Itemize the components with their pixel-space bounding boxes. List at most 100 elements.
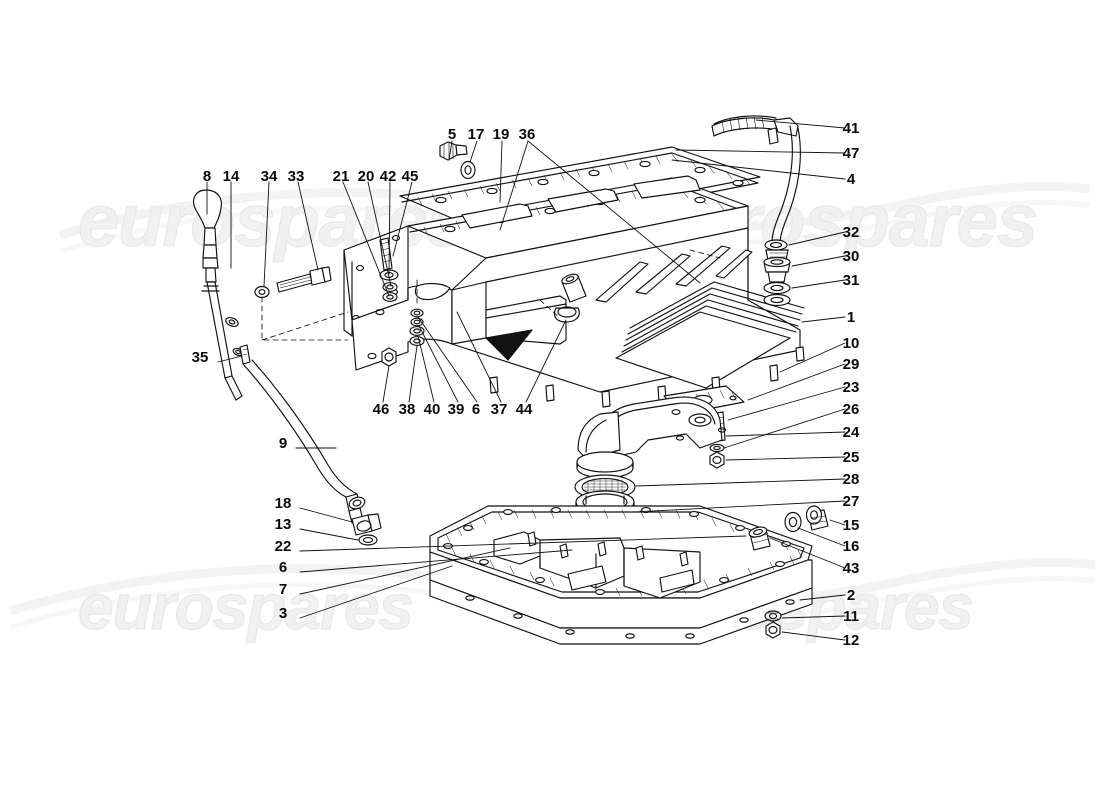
callout-37: 37 xyxy=(490,401,508,418)
callout-28: 28 xyxy=(842,471,860,488)
callout-6: 6 xyxy=(471,401,481,418)
leader-25 xyxy=(725,456,846,461)
callout-19: 19 xyxy=(492,126,510,143)
callout-33: 33 xyxy=(287,168,305,185)
callout-39: 39 xyxy=(447,401,465,418)
leader-24 xyxy=(725,431,846,437)
callout-27: 27 xyxy=(842,493,860,510)
leader-41 xyxy=(755,119,846,129)
callout-47: 47 xyxy=(842,145,860,162)
pickup-arm-24 xyxy=(576,396,727,479)
leader-12 xyxy=(781,631,846,641)
callout-45: 45 xyxy=(401,168,419,185)
clip-35 xyxy=(239,344,251,365)
leader-45 xyxy=(392,181,413,257)
callout-17: 17 xyxy=(467,126,485,143)
leader-31 xyxy=(791,279,846,289)
callout-31: 31 xyxy=(842,272,860,289)
leader-47 xyxy=(675,149,846,154)
leader-40 xyxy=(417,335,435,403)
leader-34 xyxy=(263,181,270,287)
callout-34: 34 xyxy=(260,168,278,185)
leader-37 xyxy=(456,311,502,403)
union-18 xyxy=(351,513,382,536)
leader-19 xyxy=(499,140,503,203)
fastener-stack-center xyxy=(409,308,425,346)
leader-4 xyxy=(671,159,846,180)
callout-41: 41 xyxy=(842,120,860,137)
callout-20: 20 xyxy=(357,168,375,185)
callout-35: 35 xyxy=(191,349,209,366)
leader-22 xyxy=(299,535,747,552)
nut-46 xyxy=(381,347,397,367)
leader-21 xyxy=(342,181,390,297)
leader-7 xyxy=(299,547,511,595)
leader-36-b xyxy=(527,140,701,284)
callout-3: 3 xyxy=(278,605,288,622)
leader-6-left xyxy=(299,549,573,573)
callout-22: 22 xyxy=(274,538,292,555)
callout-36: 36 xyxy=(518,126,536,143)
leader-5 xyxy=(448,140,453,161)
callout-5: 5 xyxy=(447,126,457,143)
leader-26 xyxy=(723,408,846,449)
leader-43 xyxy=(769,537,846,569)
leader-46 xyxy=(382,365,390,403)
leader-2 xyxy=(799,594,846,601)
leader-42 xyxy=(388,181,391,275)
callout-7: 7 xyxy=(278,581,288,598)
callout-15: 15 xyxy=(842,517,860,534)
callout-11: 11 xyxy=(843,608,859,625)
plug-15 xyxy=(805,505,829,531)
leader-32 xyxy=(788,231,846,246)
leader-33 xyxy=(297,181,319,271)
leader-36-a xyxy=(499,140,529,231)
studs-10 xyxy=(489,346,805,408)
callout-26: 26 xyxy=(842,401,860,418)
leader-15 xyxy=(829,519,846,526)
callout-14: 14 xyxy=(222,168,240,185)
callout-25: 25 xyxy=(842,449,860,466)
leader-44 xyxy=(525,319,567,403)
leader-39 xyxy=(418,325,459,403)
callout-1: 1 xyxy=(846,309,856,326)
leader-17 xyxy=(469,140,478,163)
washer-16 xyxy=(784,511,802,533)
leader-13 xyxy=(299,528,359,541)
callout-38: 38 xyxy=(398,401,416,418)
callout-46: 46 xyxy=(372,401,390,418)
callout-32: 32 xyxy=(842,224,860,241)
leader-35 xyxy=(217,355,243,363)
callout-40: 40 xyxy=(423,401,441,418)
callout-12: 12 xyxy=(842,632,860,649)
leader-23 xyxy=(727,386,846,421)
callout-8: 8 xyxy=(202,168,212,185)
washers-31 xyxy=(763,281,791,307)
leader-1 xyxy=(801,316,846,323)
dowel-44 xyxy=(553,273,587,323)
leader-27 xyxy=(633,500,846,513)
lower-sump-pan xyxy=(429,505,813,645)
leader-38 xyxy=(408,345,418,403)
leader-11 xyxy=(781,615,846,619)
callout-42: 42 xyxy=(379,168,397,185)
washer-34 xyxy=(254,285,270,299)
callout-18: 18 xyxy=(274,495,292,512)
callout-13: 13 xyxy=(274,516,292,533)
callout-44: 44 xyxy=(515,401,533,418)
callout-16: 16 xyxy=(842,538,860,555)
leader-3 xyxy=(299,565,453,619)
dipstick-assembly xyxy=(193,189,244,401)
leader-6-mid xyxy=(417,316,478,403)
callout-24: 24 xyxy=(842,424,860,441)
upper-sump-casting xyxy=(343,146,805,408)
leader-18 xyxy=(299,507,353,523)
callout-21: 21 xyxy=(332,168,350,185)
leader-20 xyxy=(367,181,392,287)
pressure-switch-5 xyxy=(439,141,468,161)
seal-ring-17 xyxy=(460,160,476,180)
callout-10: 10 xyxy=(842,335,860,352)
union-30 xyxy=(763,256,791,283)
washer-11 xyxy=(764,610,782,622)
